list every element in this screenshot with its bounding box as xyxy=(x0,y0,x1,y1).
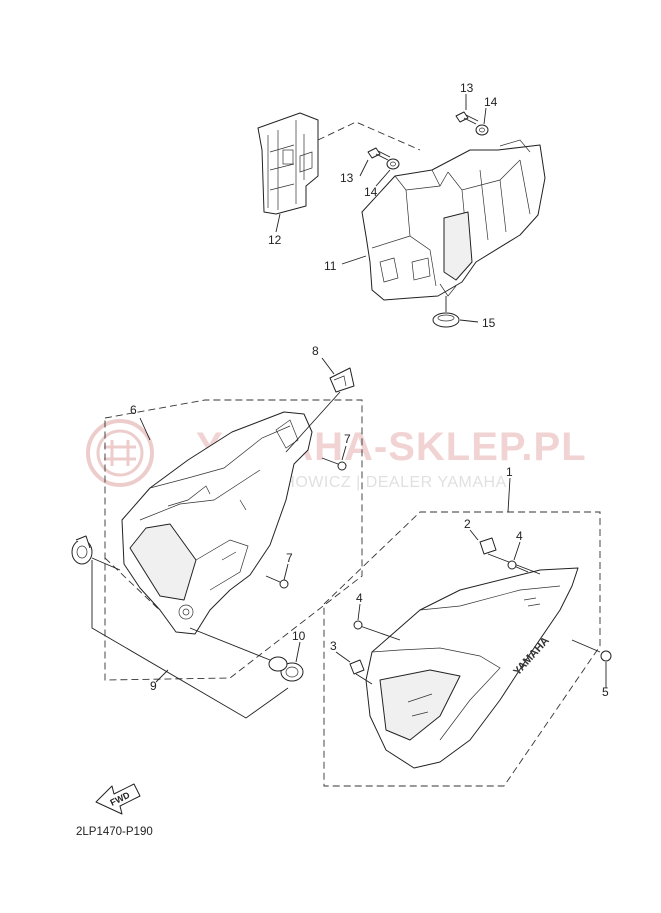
callout-7a: 7 xyxy=(344,432,351,446)
callout-9: 9 xyxy=(150,679,157,693)
callout-11: 11 xyxy=(324,259,337,273)
right-side-cover-group: YAMAHA xyxy=(323,511,612,787)
battery-box-group xyxy=(257,111,546,328)
ring-part-10 xyxy=(268,656,304,682)
callout-7b: 7 xyxy=(286,551,293,565)
bracket-part-12 xyxy=(257,112,319,215)
callout-8: 8 xyxy=(312,344,319,358)
nut-part-2 xyxy=(479,537,497,555)
drawing-code: 2LP1470-P190 xyxy=(76,826,153,838)
clip-part-8 xyxy=(329,367,355,393)
callout-1: 1 xyxy=(506,465,513,479)
callout-labels: 13 14 13 14 12 11 15 8 6 7 7 10 9 1 2 4 … xyxy=(130,81,609,699)
callout-13b: 13 xyxy=(340,171,354,185)
grommet-part-9 xyxy=(71,535,93,565)
nut-part-3 xyxy=(349,659,365,675)
screw-part-13-upper xyxy=(455,111,479,125)
side-cover-part-1: YAMAHA xyxy=(365,567,579,769)
callout-6: 6 xyxy=(130,403,137,417)
callout-3: 3 xyxy=(330,639,337,653)
washer-part-14-lower xyxy=(386,158,400,170)
fwd-arrow-icon: FWD xyxy=(95,783,141,815)
watermark-logo xyxy=(86,419,154,487)
washer-part-14-upper xyxy=(475,124,489,136)
screw-part-7-upper xyxy=(321,457,347,471)
callout-4b: 4 xyxy=(356,591,363,605)
screw-part-7-lower xyxy=(265,575,289,589)
callout-2: 2 xyxy=(464,517,471,531)
callout-4a: 4 xyxy=(516,529,523,543)
left-side-cover-group xyxy=(71,367,363,719)
callout-12: 12 xyxy=(268,233,282,247)
screw-part-4-lower xyxy=(353,620,401,641)
bolt-part-5 xyxy=(571,639,612,662)
callout-10: 10 xyxy=(292,629,306,643)
side-cover-part-6 xyxy=(121,411,313,635)
callout-14b: 14 xyxy=(364,185,378,199)
screw-part-13-lower xyxy=(367,147,391,161)
callout-13a: 13 xyxy=(460,81,474,95)
battery-box-part-11 xyxy=(361,139,546,301)
callout-5: 5 xyxy=(602,685,609,699)
callout-14a: 14 xyxy=(484,95,498,109)
leader-lines xyxy=(139,94,607,688)
screw-part-4-upper xyxy=(507,560,529,573)
damper-part-15 xyxy=(432,312,460,328)
callout-15: 15 xyxy=(482,316,496,330)
